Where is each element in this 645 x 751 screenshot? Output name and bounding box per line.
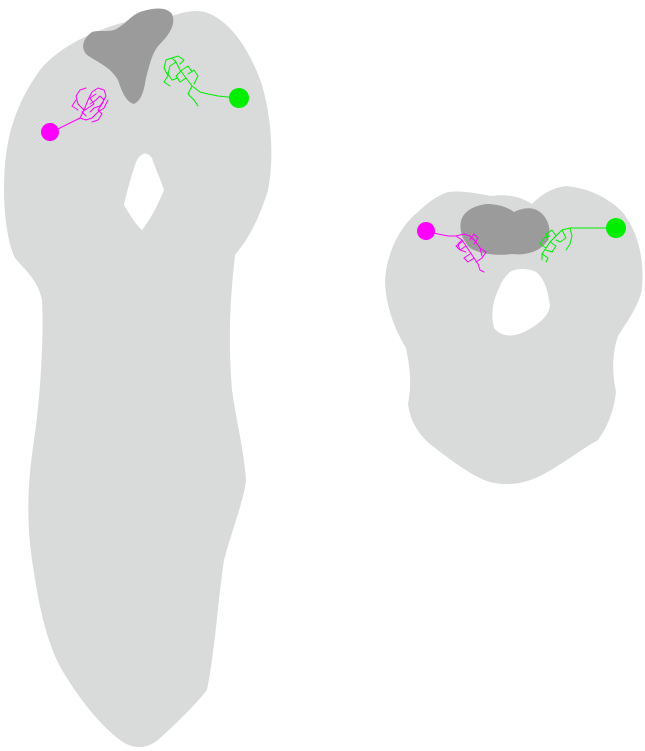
right-soma bbox=[606, 218, 626, 238]
right-soma bbox=[229, 88, 249, 108]
left-soma bbox=[417, 222, 435, 240]
left-soma bbox=[41, 123, 59, 141]
frontal-view bbox=[4, 9, 271, 748]
dorsal-view bbox=[385, 186, 642, 484]
neuropil bbox=[460, 204, 549, 255]
body-outline bbox=[4, 11, 271, 747]
